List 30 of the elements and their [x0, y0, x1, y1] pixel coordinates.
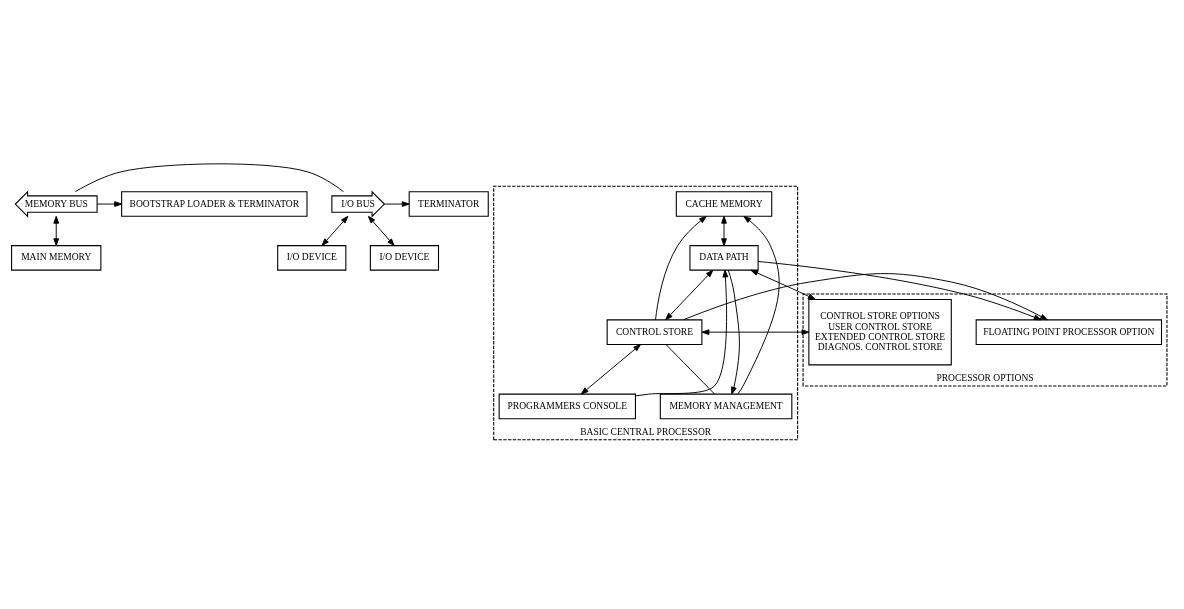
node-box: I/O DEVICE — [277, 245, 347, 271]
arrow — [665, 269, 714, 321]
arrow — [701, 329, 810, 335]
node-box: MEMORY MANAGEMENT — [659, 393, 793, 420]
node-box: PROGRAMMERS CONSOLE — [498, 393, 636, 420]
arrow — [96, 201, 122, 207]
node-box: BOOTSTRAP LOADER & TERMINATOR — [121, 191, 308, 217]
node-box: MAIN MEMORY — [11, 245, 102, 271]
node-box: CONTROL STORE — [606, 319, 703, 345]
connector — [74, 163, 345, 193]
node-box: DATA PATH — [689, 245, 759, 271]
arrow — [635, 269, 729, 397]
arrow — [655, 215, 707, 321]
node-box: CACHE MEMORY — [675, 191, 773, 217]
arrow — [580, 344, 641, 395]
arrow — [367, 215, 395, 247]
arrow — [757, 261, 1042, 321]
node-box: TERMINATOR — [408, 191, 489, 217]
arrow — [384, 201, 410, 207]
arrow — [321, 215, 349, 247]
arrow — [737, 216, 780, 395]
node-box: CONTROL STORE OPTIONS USER CONTROL STORE EXTENDED CONTROL STORE DIAGNOS. CONTROL STORE — [808, 298, 952, 366]
node-box: I/O DEVICE — [369, 245, 440, 271]
arrow — [721, 215, 727, 247]
arrow — [682, 273, 1048, 321]
connector — [665, 344, 716, 395]
arrow — [727, 269, 740, 395]
arrow — [53, 215, 60, 247]
node-box: FLOATING POINT PROCESSOR OPTION — [975, 319, 1163, 345]
arrow — [750, 269, 816, 300]
